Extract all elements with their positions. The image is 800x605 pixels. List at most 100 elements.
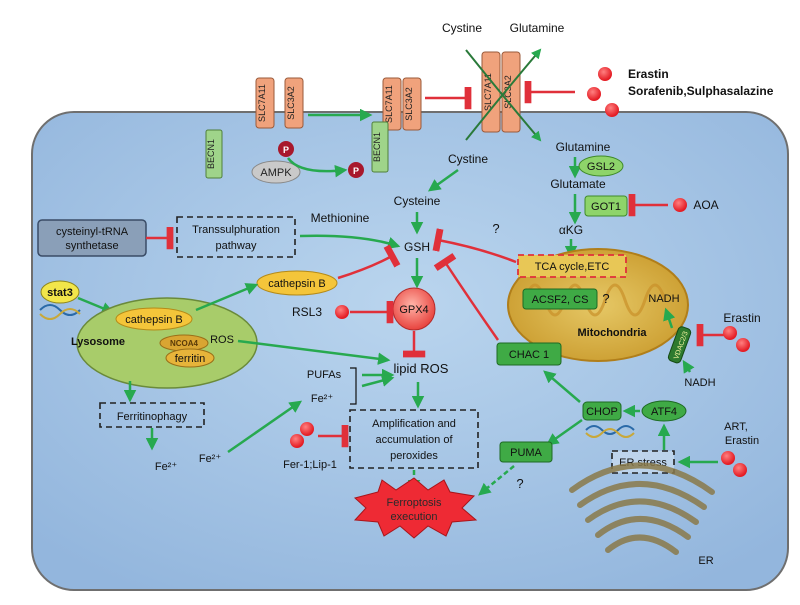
lysosome-label: Lysosome <box>71 336 125 348</box>
gpx4-node: GPX4 <box>392 287 436 331</box>
cathepsin-b-lysosome: cathepsin B <box>115 307 193 331</box>
erastin-dot <box>736 338 750 352</box>
svg-text:Amplification and: Amplification and <box>372 418 456 430</box>
svg-text:ferritin: ferritin <box>175 353 206 365</box>
ncoa4-node: NCOA4 <box>159 334 209 352</box>
becn1-label: BECN1 <box>206 139 216 169</box>
svg-text:P: P <box>353 166 359 176</box>
dna-helix-chop <box>585 425 635 435</box>
ampk-label: AMPK <box>260 167 292 179</box>
gsh-label: GSH <box>404 240 430 254</box>
cathepsin-inhibit-gsh <box>337 244 401 280</box>
slc7a11-free: SLC7A11 <box>255 77 275 129</box>
becn1-free: BECN1 <box>205 129 223 179</box>
fer1-dot <box>290 434 304 448</box>
dna-helix-chop-2 <box>585 428 635 438</box>
er-label: ER <box>698 555 713 567</box>
fe2-right-label: Fe²⁺ <box>199 453 222 465</box>
chop-to-puma <box>545 418 583 446</box>
svg-text:SLC7A11: SLC7A11 <box>483 73 493 111</box>
lipid-ros-label: lipid ROS <box>394 361 449 376</box>
transsulph-line2: pathway <box>216 240 257 252</box>
pufa-fe-bracket <box>350 367 357 405</box>
svg-text:SLC3A2: SLC3A2 <box>404 87 414 121</box>
svg-text:stat3: stat3 <box>47 287 73 299</box>
fer1-dot <box>300 422 314 436</box>
transsulph-line1: Transsulphuration <box>192 224 280 236</box>
cystine-extracellular: Cystine <box>442 21 482 35</box>
question-acsf2: ? <box>602 291 609 306</box>
nadh-to-vdac <box>682 359 695 374</box>
svg-text:SLC3A2: SLC3A2 <box>503 75 513 109</box>
ferroptosis-line1: Ferroptosis <box>386 497 442 509</box>
svg-text:BECN1: BECN1 <box>372 132 382 162</box>
fe2-center-label: Fe²⁺ <box>311 393 334 405</box>
ampk-phospho-arrow <box>286 157 348 178</box>
erastin-top-label: Erastin <box>628 67 669 81</box>
rsl3-label: RSL3 <box>292 305 322 319</box>
erastin-dot <box>723 326 737 340</box>
tca-box <box>517 254 627 278</box>
pufas-label: PUFAs <box>307 369 342 381</box>
slc7a11-bound: SLC7A11 <box>382 77 402 131</box>
methionine-to-gsh <box>299 234 401 249</box>
ferritin-node: ferritin <box>165 348 215 368</box>
nadh-top-label: NADH <box>648 293 679 305</box>
cystine-to-cysteine <box>427 168 459 192</box>
svg-text:P: P <box>283 145 289 155</box>
question-puma: ? <box>516 476 523 491</box>
aoa-dot <box>673 198 687 212</box>
drug-dot <box>605 103 619 117</box>
phospho-p-bound: P <box>348 162 364 178</box>
slc3a2-free: SLC3A2 <box>284 77 304 129</box>
ampk-node: AMPK <box>251 160 301 184</box>
glutamine-intracellular: Glutamine <box>556 140 611 154</box>
svg-text:CHOP: CHOP <box>586 406 618 418</box>
art-dot <box>721 451 735 465</box>
membrane-transporter: SLC7A11 SLC3A2 <box>465 48 542 142</box>
chac1-inhibit-gsh <box>433 252 500 341</box>
transsulphuration-box <box>176 216 296 258</box>
vdac-to-nadh <box>663 307 676 329</box>
acsf2-label: ACSF2, CS <box>532 294 589 306</box>
svg-text:ATF4: ATF4 <box>651 406 677 418</box>
lysosome-to-cathepsin <box>195 283 259 312</box>
puma-label: PUMA <box>510 447 542 459</box>
fe2-left-label: Fe²⁺ <box>155 461 178 473</box>
ferroptosis-line2: execution <box>390 511 437 523</box>
trna-line1: cysteinyl-tRNA <box>56 226 129 238</box>
chop-node: CHOP <box>582 401 622 421</box>
puma-to-ferroptosis <box>478 465 515 496</box>
ros-label: ROS <box>210 334 234 346</box>
sorafenib-label: Sorafenib,Sulphasalazine <box>628 84 774 98</box>
svg-text:accumulation of: accumulation of <box>375 434 453 446</box>
chac1-box <box>496 342 562 366</box>
glutamine-extracellular: Glutamine <box>510 21 565 35</box>
svg-text:peroxides: peroxides <box>390 450 438 462</box>
ros-to-lipidros <box>237 339 391 365</box>
rsl3-dot <box>335 305 349 319</box>
tca-label: TCA cycle,ETC <box>535 261 610 273</box>
aoa-label: AOA <box>693 198 718 212</box>
trna-line2: synthetase <box>65 240 118 252</box>
tca-inhibit-gsh <box>432 228 517 264</box>
ferritinophagy-box <box>99 402 205 428</box>
akg-label: αKG <box>559 223 583 237</box>
cystine-intracellular: Cystine <box>448 152 488 166</box>
phospho-p-top: P <box>278 141 294 157</box>
er-organelle <box>569 462 715 555</box>
methionine-label: Methionine <box>311 211 370 225</box>
glutamate-label: Glutamate <box>550 177 606 191</box>
cathepsin-b-mid: cathepsin B <box>256 270 338 296</box>
svg-text:cathepsin B: cathepsin B <box>268 278 325 290</box>
amplification-box <box>349 409 479 469</box>
chac1-label: CHAC 1 <box>509 349 549 361</box>
svg-text:GSL2: GSL2 <box>587 161 615 173</box>
pufa-fe-to-lipidros-2 <box>361 374 395 388</box>
art-line2: Erastin <box>725 435 759 447</box>
art-dot <box>733 463 747 477</box>
drug-dot <box>598 67 612 81</box>
drug-dot <box>587 87 601 101</box>
question-tca: ? <box>492 221 499 236</box>
